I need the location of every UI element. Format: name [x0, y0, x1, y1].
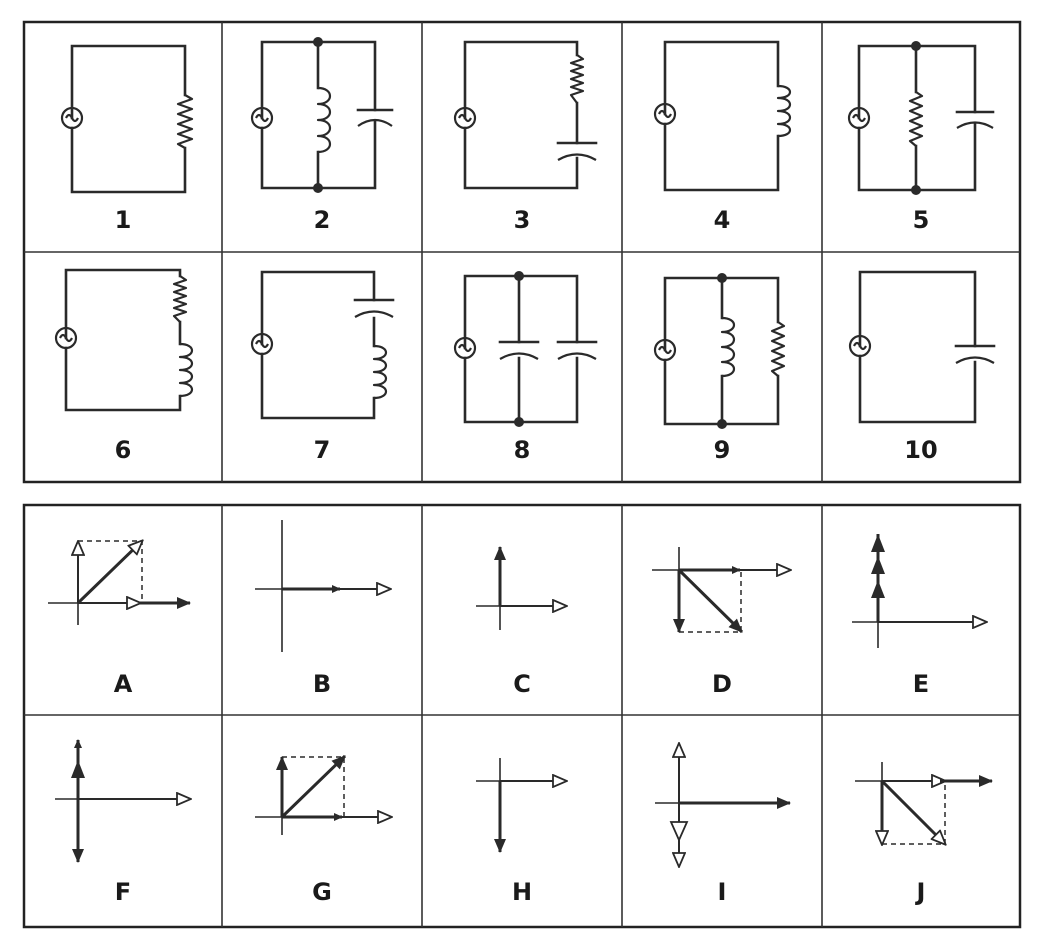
arrowhead-icon — [871, 534, 885, 552]
junction-dot — [313, 37, 323, 47]
phasor-label-J: J — [915, 878, 926, 906]
circuit-7: 7 — [250, 270, 395, 464]
circuit-6: 6 — [54, 268, 194, 464]
junction-dot — [717, 419, 727, 429]
ac-source-icon — [453, 336, 477, 360]
circuit-label-3: 3 — [514, 206, 531, 234]
junction-dot — [313, 183, 323, 193]
arrowhead-icon — [669, 821, 689, 843]
resistor-icon — [172, 275, 188, 323]
circuit-5: 5 — [847, 41, 995, 234]
circuit-label-4: 4 — [714, 206, 731, 234]
junction-dot — [514, 271, 524, 281]
circuit-label-6: 6 — [115, 436, 132, 464]
ac-source-icon — [60, 106, 84, 130]
inductor-icon — [776, 84, 792, 138]
resistor-icon — [569, 54, 585, 104]
vector-arrow — [76, 541, 142, 605]
phasor-H: H — [476, 758, 566, 906]
ac-source-icon — [250, 332, 274, 356]
ac-source-icon — [453, 106, 477, 130]
ac-source-icon — [653, 102, 677, 126]
phasor-label-I: I — [718, 878, 727, 906]
circuit-label-10: 10 — [904, 436, 937, 464]
phasor-label-H: H — [512, 878, 532, 906]
phasor-label-A: A — [114, 670, 133, 698]
circuit-label-2: 2 — [314, 206, 331, 234]
phasor-label-D: D — [712, 670, 732, 698]
circuit-3: 3 — [453, 40, 598, 234]
circuit-4: 4 — [653, 40, 792, 234]
circuit-panel: 1 2 3 — [22, 20, 1022, 484]
circuit-2: 2 — [250, 37, 394, 234]
phasor-label-B: B — [313, 670, 331, 698]
inductor-icon — [316, 86, 332, 154]
phasor-B: B — [255, 520, 390, 698]
phasor-E: E — [852, 534, 986, 698]
circuit-8: 8 — [453, 271, 598, 464]
ac-source-icon — [54, 326, 78, 350]
vector-arrow — [280, 754, 347, 819]
inductor-icon — [178, 342, 194, 398]
circuit-label-9: 9 — [714, 436, 731, 464]
circuit-label-7: 7 — [314, 436, 331, 464]
phasor-C: C — [476, 546, 566, 698]
resistor-icon — [176, 94, 194, 149]
ac-source-icon — [250, 106, 274, 130]
resistor-icon — [770, 321, 786, 377]
junction-dot — [717, 273, 727, 283]
phasor-label-E: E — [913, 670, 929, 698]
arrowhead-icon — [871, 556, 885, 574]
junction-dot — [514, 417, 524, 427]
vector-arrow — [880, 779, 945, 844]
phasor-G: G — [255, 754, 391, 906]
ac-source-icon — [848, 334, 872, 358]
resistor-icon — [908, 91, 924, 147]
circuit-label-1: 1 — [115, 206, 132, 234]
circuit-label-5: 5 — [913, 206, 930, 234]
phasor-panel: A B C D — [22, 503, 1022, 929]
circuit-label-8: 8 — [514, 436, 531, 464]
phasor-F: F — [55, 739, 190, 906]
circuit-1: 1 — [60, 44, 194, 234]
circuit-10: 10 — [848, 270, 996, 464]
phasor-label-F: F — [115, 878, 131, 906]
phasor-I: I — [655, 744, 791, 906]
phasor-J: J — [855, 762, 993, 906]
inductor-icon — [720, 316, 736, 378]
junction-dot — [911, 185, 921, 195]
inductor-icon — [372, 344, 388, 400]
ac-source-wave — [65, 113, 79, 123]
phasor-D: D — [652, 547, 790, 698]
ac-source-icon — [847, 106, 871, 130]
vector-arrow — [677, 568, 744, 634]
junction-dot — [911, 41, 921, 51]
arrowhead-icon — [871, 580, 885, 598]
phasor-label-C: C — [513, 670, 531, 698]
phasor-panel-frame — [22, 503, 1022, 929]
arrowhead-icon — [71, 760, 85, 778]
phasor-label-G: G — [312, 878, 332, 906]
circuit-9: 9 — [653, 273, 786, 464]
phasor-A: A — [48, 541, 191, 698]
ac-source-icon — [653, 338, 677, 362]
